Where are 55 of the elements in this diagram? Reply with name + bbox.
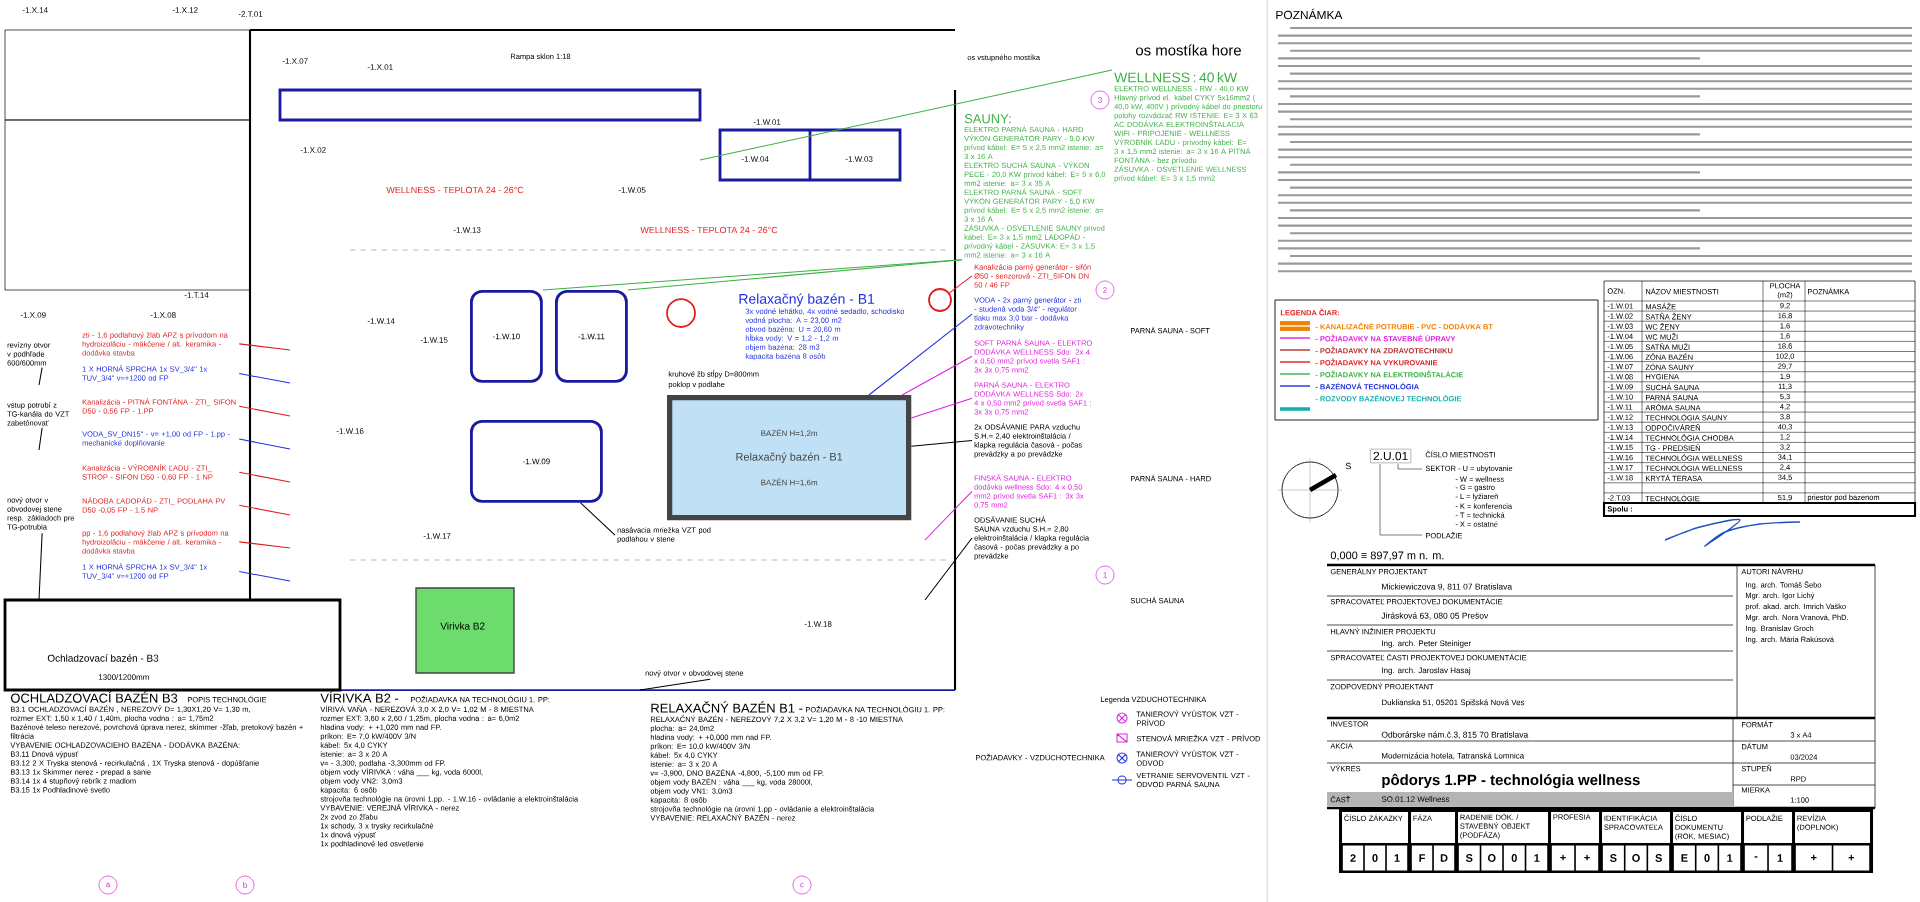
leader-line <box>38 427 43 451</box>
leader-line <box>238 504 291 516</box>
sauna-room <box>555 290 628 383</box>
pool-label: Relaxačný bazén - B1 <box>736 452 843 463</box>
leader-line <box>868 313 973 396</box>
code-cell: O <box>1625 845 1647 871</box>
leader-line <box>910 397 973 419</box>
section-heading: VÍRIVKA B2 - <box>320 691 399 703</box>
section-heading: OCHLADZOVACÍ BAZÉN B3 <box>10 691 178 703</box>
elevation-text: 0,000 ≡ 897,97 m n. m. <box>1330 551 1444 561</box>
leader-line <box>924 537 973 601</box>
leader-line <box>238 541 291 549</box>
section-heading: RELAXAČNÝ BAZÉN B1 - <box>651 701 803 713</box>
room-code-box: 2.U.01 <box>1370 448 1412 464</box>
leader-line <box>238 343 291 351</box>
leader-line <box>901 355 973 396</box>
leader-line <box>910 440 973 447</box>
column-marker <box>928 288 952 312</box>
sauna-room <box>470 420 603 503</box>
code-cell: 1 <box>1526 845 1548 871</box>
code-cell: O <box>1481 845 1503 871</box>
pool-label: Virivka B2 <box>440 622 485 630</box>
leader-line <box>238 438 291 450</box>
leader-line <box>238 405 291 417</box>
code-cell: S <box>1648 845 1670 871</box>
leader-line <box>580 502 616 536</box>
field-value: Mickiewiczova 9, 811 07 Bratislava <box>1382 583 1513 591</box>
leader-line <box>924 490 973 541</box>
code-cell: + <box>1833 845 1870 871</box>
leader-line <box>38 367 43 386</box>
code-cell: 0 <box>1696 845 1718 871</box>
pool-label: Relaxačný bazén - B1 <box>739 293 875 307</box>
leader-line <box>639 678 711 691</box>
leader-line <box>38 532 43 601</box>
code-cell: 1 <box>1719 845 1741 871</box>
notes-heading: POZNÁMKA <box>1276 8 1343 20</box>
leader-line <box>699 69 1113 161</box>
column-marker <box>666 298 696 328</box>
annotation-heading: WELLNESS : 40 kW <box>1114 72 1238 83</box>
field-value: Jirásková 63, 080 05 Prešov <box>1381 612 1489 620</box>
room-label: WELLNESS - TEPLOTA 24 - 26°C <box>640 226 778 234</box>
sauna-room <box>470 290 543 383</box>
compass-letter: S <box>1345 462 1351 470</box>
axis-label: os mostíka hore <box>1136 44 1241 56</box>
drawing-title: pôdorys 1.PP - technológia wellness <box>1382 773 1640 789</box>
leader-line <box>948 275 973 294</box>
leader-line <box>238 373 291 384</box>
leader-line <box>238 571 291 582</box>
room-label: WELLNESS - TEPLOTA 24 - 26°C <box>386 186 524 194</box>
annotation-heading: SAUNY: <box>964 114 1011 124</box>
field-value: Odborárske nám.č.3, 815 70 Bratislava <box>1381 731 1529 739</box>
pool-drawing <box>667 395 912 521</box>
leader-line <box>627 259 963 291</box>
leader-line <box>238 471 291 483</box>
pool-label: Ochladzovací bazén - B3 <box>47 654 159 662</box>
